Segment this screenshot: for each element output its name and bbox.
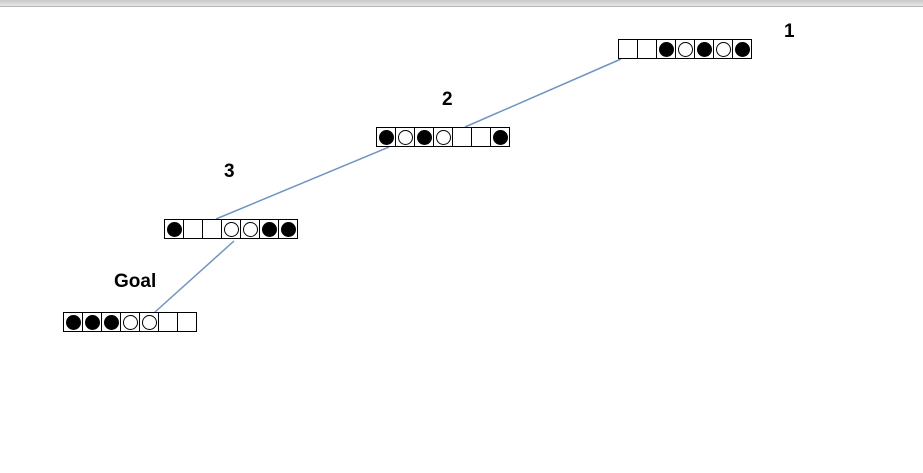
board-cell [203, 220, 222, 239]
black-disc [492, 129, 508, 145]
white-disc [677, 41, 693, 57]
board-cell [733, 40, 752, 59]
board-cell [377, 128, 396, 147]
board-cell [140, 313, 159, 332]
board-cell [222, 220, 241, 239]
edge-3-to-goal [154, 240, 235, 313]
board-cell [260, 220, 279, 239]
board-cell [472, 128, 491, 147]
board-cell [184, 220, 203, 239]
board-cell [64, 313, 83, 332]
black-disc [696, 41, 712, 57]
board-cell [159, 313, 178, 332]
state-3-label: 3 [224, 161, 235, 182]
black-disc [658, 41, 674, 57]
black-disc [416, 129, 432, 145]
state-1-label: 1 [784, 21, 795, 42]
board-cell [121, 313, 140, 332]
black-disc [65, 314, 81, 330]
white-disc [122, 314, 138, 330]
goal-label: Goal [114, 271, 157, 292]
black-disc [166, 221, 182, 237]
white-disc [715, 41, 731, 57]
black-disc [261, 221, 277, 237]
board-cell [434, 128, 453, 147]
board-cell [491, 128, 510, 147]
window-top-bar [0, 0, 923, 7]
black-disc [103, 314, 119, 330]
state-2-board [376, 127, 510, 147]
black-disc [84, 314, 100, 330]
black-disc [378, 129, 394, 145]
board-cell [453, 128, 472, 147]
board-cell [165, 220, 184, 239]
board-cell [714, 40, 733, 59]
board-cell [657, 40, 676, 59]
black-disc [280, 221, 296, 237]
white-disc [223, 221, 239, 237]
goal-board [63, 312, 197, 332]
white-disc [435, 129, 451, 145]
board-cell [695, 40, 714, 59]
state-2-label: 2 [442, 89, 453, 110]
state-1-board [618, 39, 752, 59]
board-cell [396, 128, 415, 147]
white-disc [397, 129, 413, 145]
board-cell [676, 40, 695, 59]
board-cell [415, 128, 434, 147]
board-cell [241, 220, 260, 239]
board-cell [178, 313, 197, 332]
board-cell [279, 220, 298, 239]
white-disc [141, 314, 157, 330]
black-disc [734, 41, 750, 57]
board-cell [619, 40, 638, 59]
edge-1-to-2 [464, 58, 622, 128]
board-cell [83, 313, 102, 332]
white-disc [242, 221, 258, 237]
edge-2-to-3 [215, 146, 390, 220]
board-cell [102, 313, 121, 332]
board-cell [638, 40, 657, 59]
state-3-board [164, 219, 298, 239]
